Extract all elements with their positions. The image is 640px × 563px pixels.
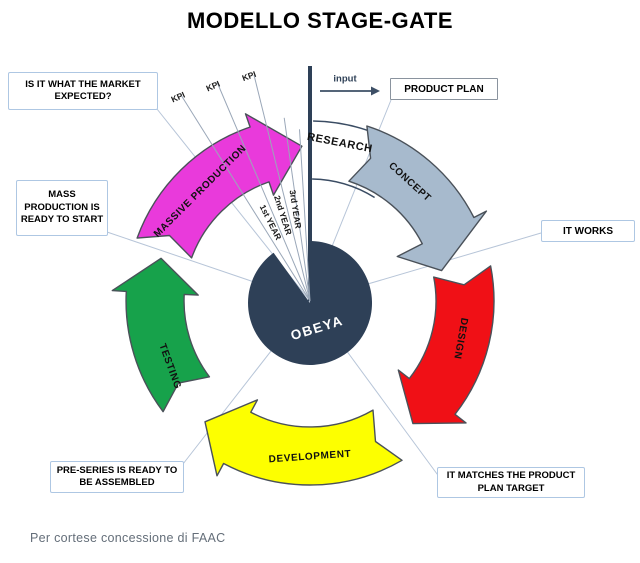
kpi-line-3: [253, 74, 311, 302]
milestone-box-it-matches: IT MATCHES THE PRODUCT PLAN TARGET: [437, 467, 585, 498]
year-line-2: [299, 129, 311, 302]
concept-arrow: [348, 125, 488, 272]
page-title: MODELLO STAGE-GATE: [186, 8, 454, 33]
input-label: input: [333, 74, 357, 85]
input-arrow: [320, 86, 380, 96]
research-inner-arc: [312, 178, 375, 199]
milestone-box-it-works: IT WORKS: [541, 220, 635, 242]
stage-arrows: [111, 113, 495, 486]
kpi-label-2: KPI: [204, 79, 221, 94]
development-arrow: [204, 399, 403, 486]
kpi-label-1: KPI: [169, 90, 186, 105]
research-label: RESEARCH: [306, 131, 374, 155]
massive-production-arrow: [136, 113, 303, 259]
kpi-year-lines: [180, 74, 311, 302]
kpi-line-1: [180, 94, 311, 302]
milestone-box-product-plan: PRODUCT PLAN: [390, 78, 498, 100]
obeya-disc: [248, 241, 373, 365]
milestone-box-mass-production: MASS PRODUCTION IS READY TO START: [16, 180, 108, 236]
credit-caption: Per cortese concessione di FAAC: [30, 531, 226, 545]
milestone-box-market-expected: IS IT WHAT THE MARKET EXPECTED?: [8, 72, 158, 110]
design-arrow: [397, 265, 495, 425]
testing-arrow: [111, 257, 211, 413]
input-arrowhead-icon: [371, 86, 380, 96]
kpi-line-2: [216, 81, 311, 302]
kpi-label-3: KPI: [241, 69, 258, 83]
milestone-box-pre-series: PRE-SERIES IS READY TO BE ASSEMBLED: [50, 461, 184, 493]
year-line-1: [283, 117, 311, 302]
